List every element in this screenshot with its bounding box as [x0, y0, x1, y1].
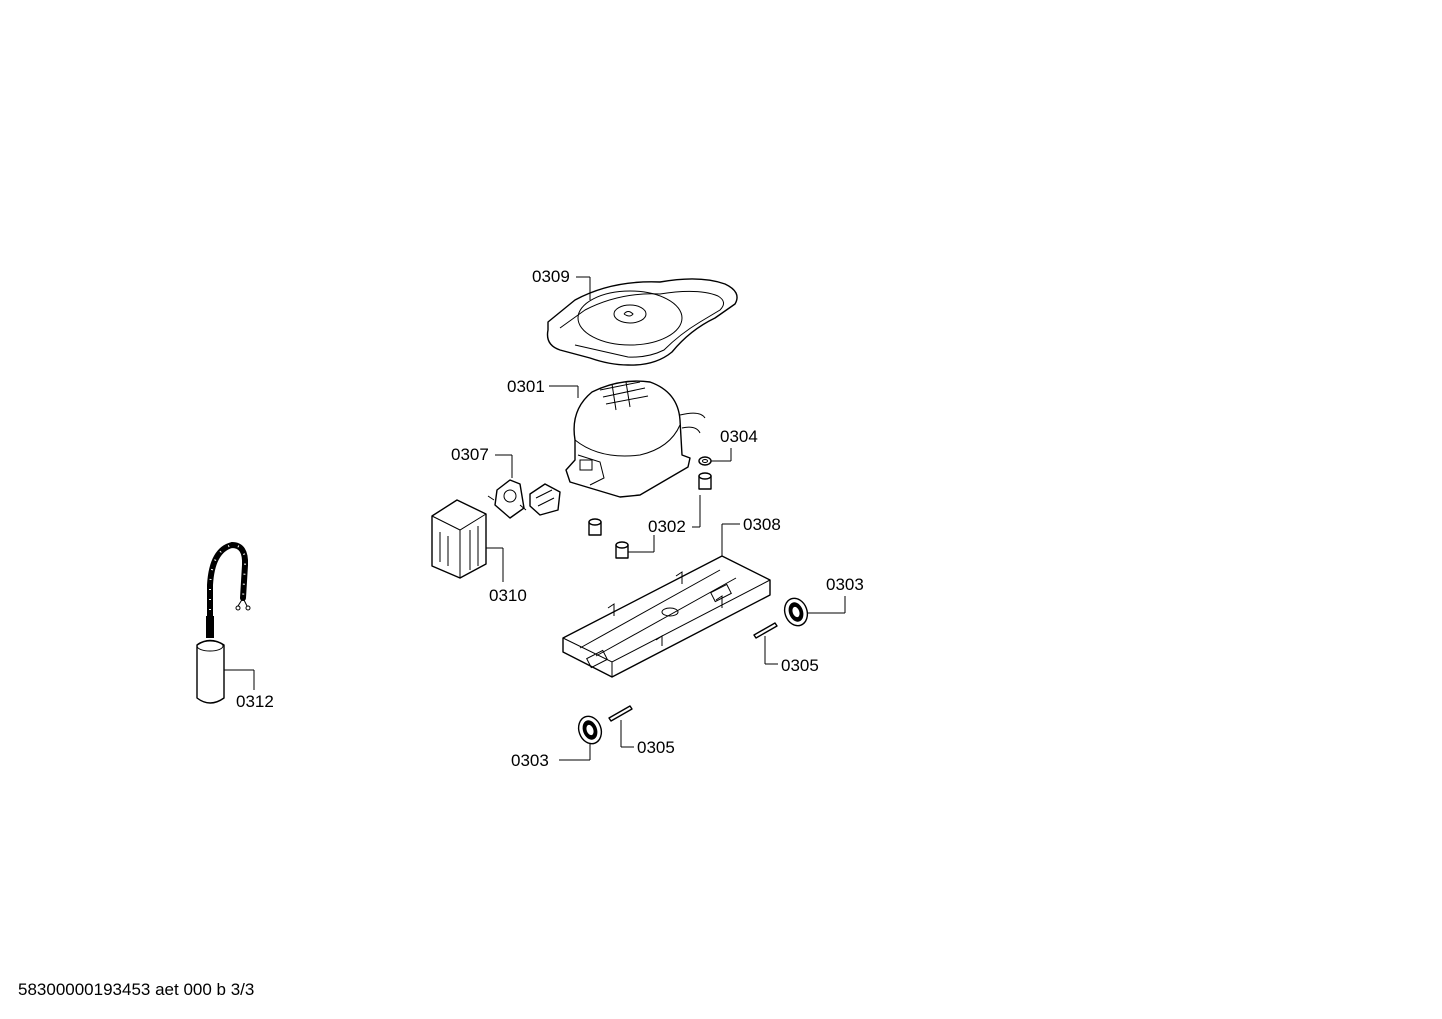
callout-0304: 0304 — [720, 427, 758, 446]
grommet-parts[interactable] — [588, 472, 712, 559]
base-plate-part[interactable] — [562, 523, 771, 678]
document-id: 58300000193453 aet 000 b 3/3 — [18, 980, 255, 999]
callout-0310: 0310 — [489, 586, 527, 605]
callout-0303-left: 0303 — [511, 751, 549, 770]
foot-part-right[interactable] — [781, 595, 846, 629]
washer-part[interactable] — [698, 448, 732, 466]
callout-0305-left: 0305 — [637, 738, 675, 757]
pin-part-left[interactable] — [608, 705, 634, 748]
callout-0302: 0302 — [648, 517, 686, 536]
callout-0307: 0307 — [451, 445, 489, 464]
callout-0309: 0309 — [532, 267, 570, 286]
compressor-part[interactable] — [549, 380, 706, 498]
callout-0312: 0312 — [236, 692, 274, 711]
callout-0308: 0308 — [743, 515, 781, 534]
callout-0305-right: 0305 — [781, 656, 819, 675]
capacitor-part[interactable] — [196, 541, 255, 704]
foot-part-left[interactable] — [559, 713, 605, 761]
relay-part[interactable] — [487, 454, 561, 519]
pin-part-right[interactable] — [753, 622, 778, 665]
callout-0303-right: 0303 — [826, 575, 864, 594]
cover-part[interactable] — [431, 499, 504, 582]
callout-0301: 0301 — [507, 377, 545, 396]
drip-tray-part[interactable] — [546, 276, 738, 366]
